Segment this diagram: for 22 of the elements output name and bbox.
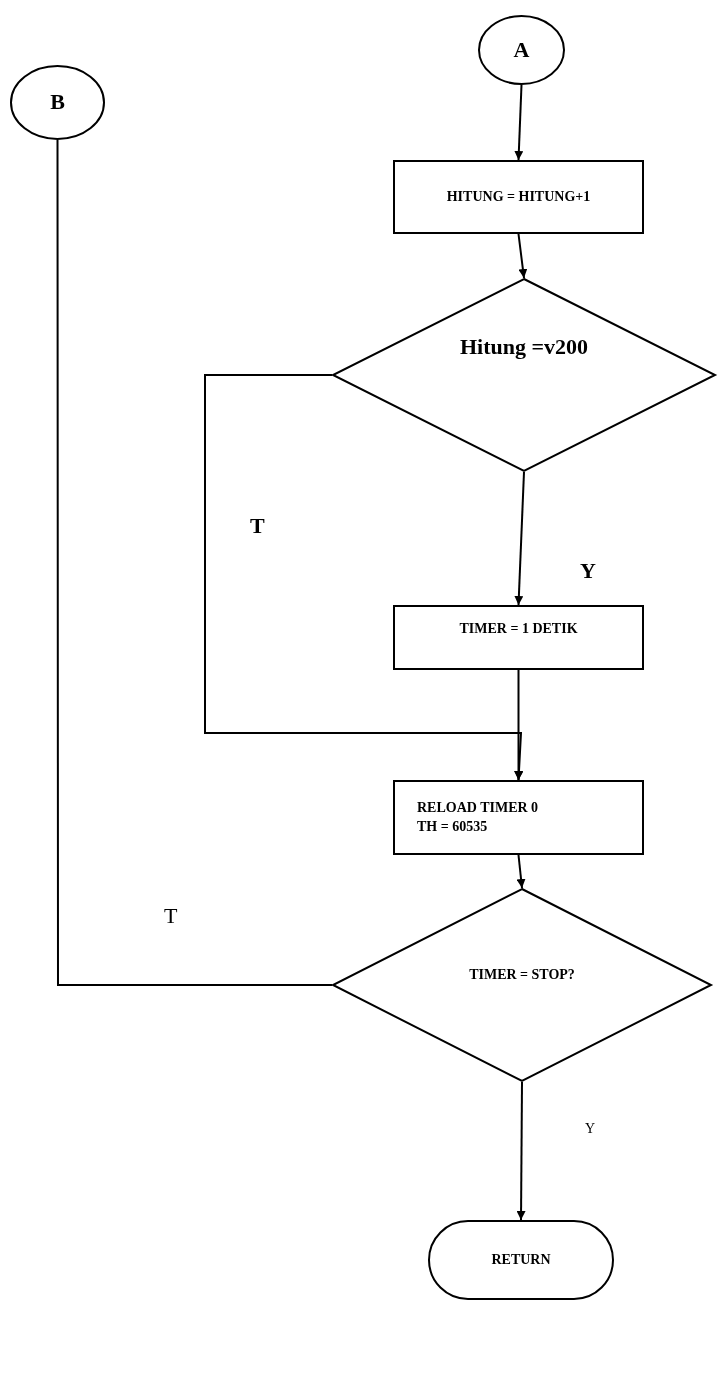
node-label: Hitung =v200 [459, 332, 589, 361]
process-box [393, 160, 644, 234]
decision-diamond [332, 888, 712, 1082]
node-label: TIMER = 1 DETIK [459, 620, 578, 639]
node-label: RELOAD TIMER 0 TH = 60535 [417, 799, 540, 836]
edge-label: Y [583, 1122, 598, 1136]
arrow [517, 233, 528, 279]
node-label: RETURN [491, 1250, 551, 1269]
arrow [514, 669, 523, 781]
arrow [516, 1081, 526, 1221]
decision-diamond [332, 278, 716, 472]
arrow [516, 854, 526, 889]
process-box [393, 605, 644, 670]
connector-circle [478, 15, 565, 85]
node-label: A [513, 35, 530, 64]
process-box [393, 780, 644, 855]
node-label: TIMER = STOP? [469, 965, 575, 984]
node-label: HITUNG = HITUNG+1 [446, 187, 591, 206]
connector-circle [10, 65, 105, 140]
arrow [514, 84, 524, 161]
node-label: B [50, 88, 65, 117]
arrow [514, 471, 525, 606]
